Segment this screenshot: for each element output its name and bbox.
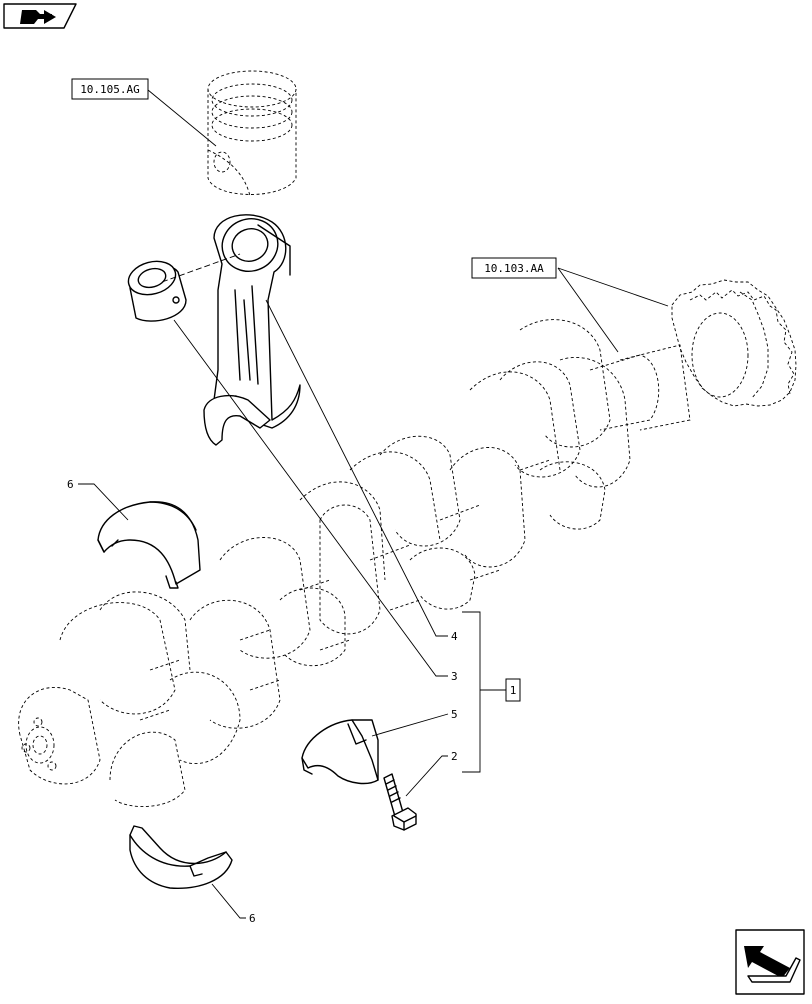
piston bbox=[207, 70, 297, 197]
bearing-shell-top bbox=[97, 501, 201, 589]
crankshaft bbox=[18, 319, 691, 808]
callout-ref-crankshaft-label: 10.103.AA bbox=[484, 262, 544, 275]
leader-lines bbox=[78, 89, 669, 919]
callout-group[interactable]: 1 bbox=[505, 678, 521, 702]
reference-arrow-icon[interactable] bbox=[3, 3, 77, 29]
small-end-bush bbox=[127, 260, 187, 322]
callout-item-4: 4 bbox=[451, 630, 458, 643]
rod-cap bbox=[301, 719, 379, 785]
callout-item-3: 3 bbox=[451, 670, 458, 683]
timing-gear bbox=[671, 279, 797, 407]
callout-item-2: 2 bbox=[451, 750, 458, 763]
callout-ref-piston-label: 10.105.AG bbox=[80, 83, 140, 96]
next-page-arrow-icon[interactable] bbox=[735, 929, 805, 995]
callout-group-label: 1 bbox=[510, 684, 517, 697]
cap-bolt bbox=[383, 773, 417, 831]
callout-ref-piston[interactable]: 10.105.AG bbox=[71, 78, 149, 100]
callout-ref-crankshaft[interactable]: 10.103.AA bbox=[471, 257, 557, 279]
callout-item-5: 5 bbox=[451, 708, 458, 721]
callout-item-6-bottom: 6 bbox=[249, 912, 256, 925]
connecting-rod bbox=[203, 214, 301, 446]
bearing-shell-bottom bbox=[129, 825, 233, 889]
callout-item-6-top: 6 bbox=[67, 478, 74, 491]
